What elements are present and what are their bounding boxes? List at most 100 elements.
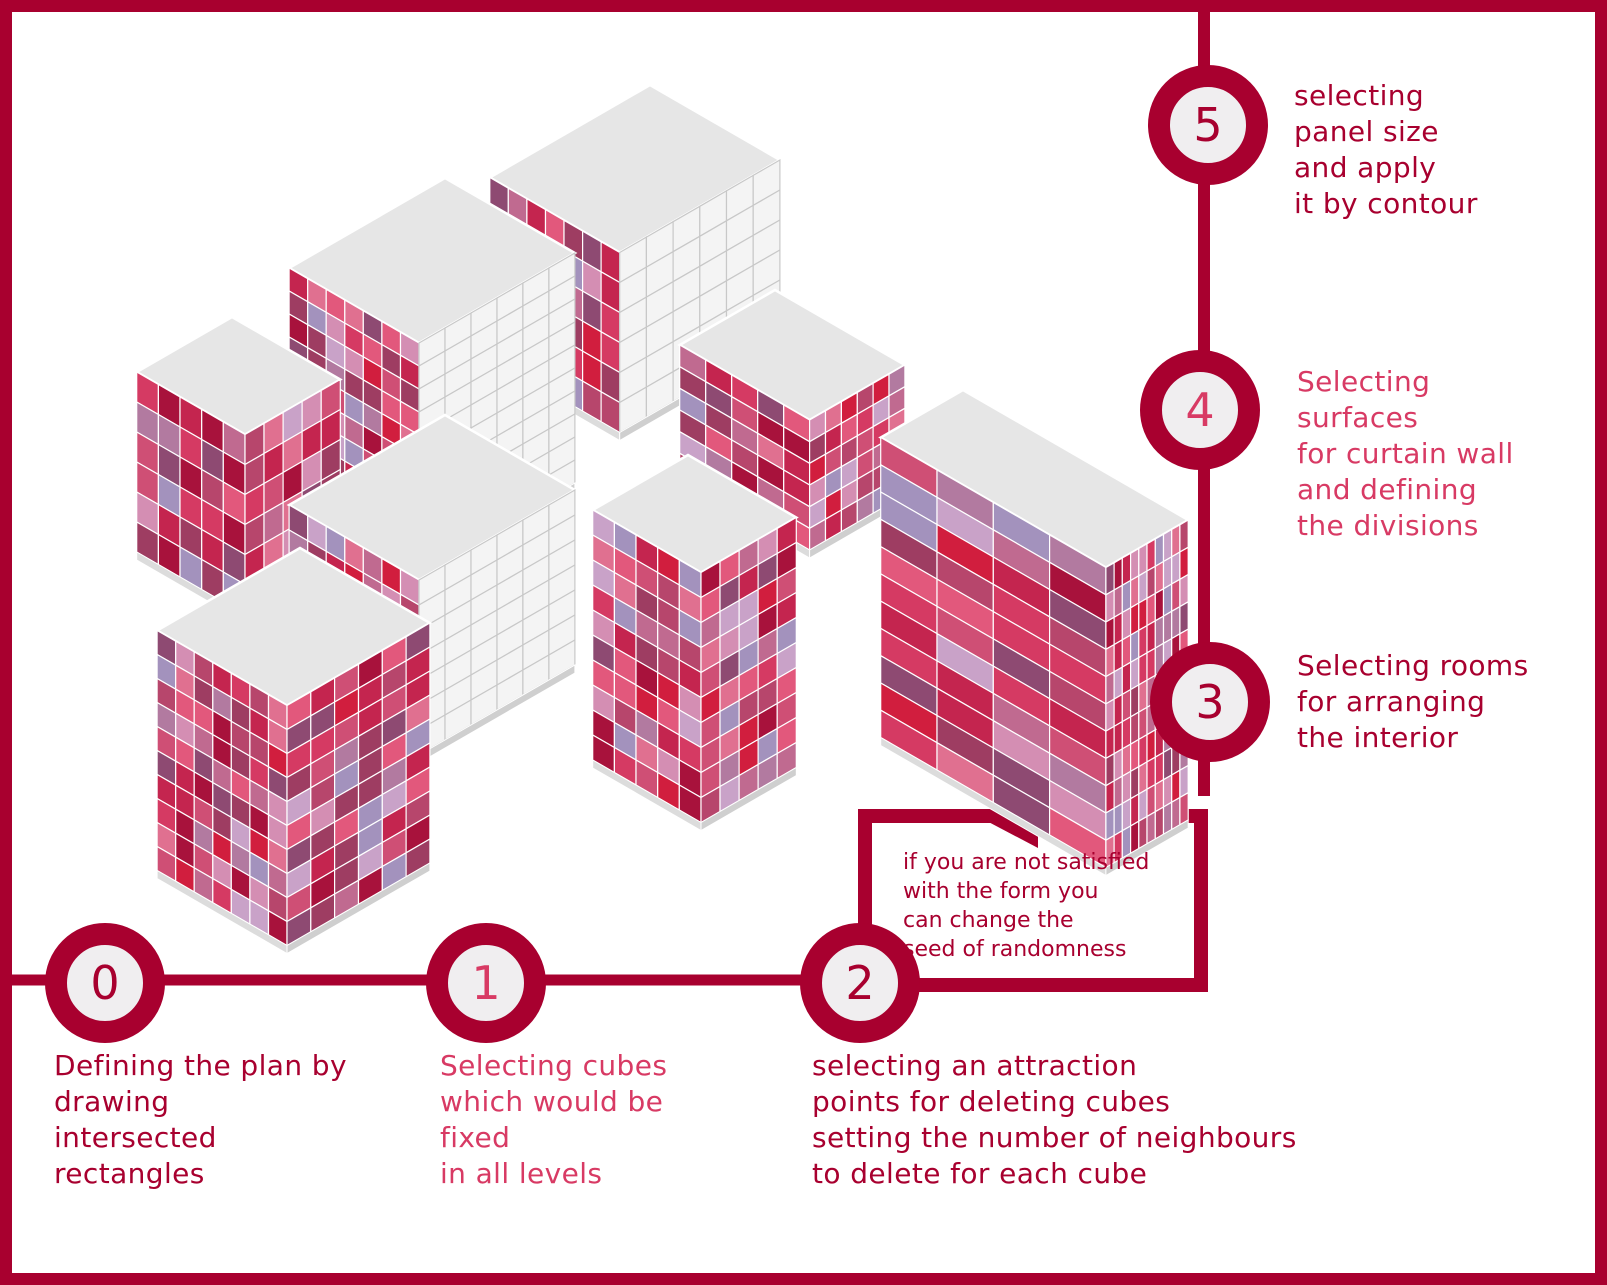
step-node-5-circle	[1148, 65, 1268, 185]
step-node-1-number: 1	[471, 956, 500, 1010]
step-node-3-number: 3	[1195, 675, 1224, 729]
facade-panel	[1105, 670, 1115, 705]
facade-panel	[1146, 537, 1156, 573]
facade-panel	[1171, 769, 1181, 804]
facade-panel	[1105, 616, 1115, 651]
facade-panel	[1146, 592, 1156, 627]
facade-panel	[1171, 578, 1181, 613]
facade-panel	[1121, 770, 1132, 805]
step-node-4-circle	[1140, 350, 1260, 470]
facade-panel	[1179, 546, 1189, 581]
facade-panel	[1105, 643, 1115, 678]
facade-panel	[1121, 661, 1132, 696]
facade-panel	[1138, 651, 1148, 686]
step-node-5-number: 5	[1193, 98, 1222, 152]
step-node-2-number: 2	[845, 956, 874, 1010]
facade-panel	[1113, 747, 1123, 782]
step-node-5: 5	[1148, 65, 1268, 185]
facade-panel	[1138, 542, 1148, 577]
step-node-3: 3	[1150, 642, 1270, 762]
feedback-loop-line	[858, 809, 1208, 992]
facade-panel	[1179, 764, 1189, 799]
facade-panel	[1105, 698, 1115, 733]
facade-panel	[1179, 791, 1189, 826]
facade-panel	[1154, 778, 1165, 813]
step-5-label: selecting panel size and apply it by con…	[1294, 79, 1478, 220]
base-slab	[700, 766, 797, 832]
facade-panel	[1154, 751, 1165, 786]
facade-panel	[1146, 565, 1156, 600]
facade-panel	[1113, 611, 1123, 646]
facade-panel	[1154, 587, 1165, 622]
facade-panel	[1154, 805, 1165, 841]
facade-panel	[1121, 579, 1132, 614]
step-node-4: 4	[1140, 350, 1260, 470]
facade-panel	[1162, 746, 1173, 781]
facade-panel	[1138, 706, 1148, 741]
facade-panel	[1138, 569, 1148, 605]
facade-panel	[1105, 807, 1115, 842]
facade-panel	[1146, 810, 1156, 845]
facade-panel	[1129, 738, 1140, 773]
facade-panel	[1146, 619, 1156, 654]
facade-panel	[1162, 582, 1173, 618]
facade-panel	[1121, 743, 1132, 778]
step-0-label: Defining the plan by drawing intersected…	[54, 1049, 347, 1190]
facade-panel	[1179, 518, 1189, 554]
facade-panel	[1121, 552, 1132, 587]
facade-panel	[1154, 560, 1165, 595]
facade-panel	[1105, 779, 1115, 815]
building-model	[134, 83, 1191, 955]
facade-panel	[1138, 597, 1148, 632]
base-slab	[286, 862, 431, 955]
step-3-label: Selecting rooms for arranging the interi…	[1297, 649, 1529, 754]
step-4-label: Selecting surfaces for curtain wall and …	[1297, 365, 1514, 542]
step-node-0-number: 0	[90, 956, 119, 1010]
facade-panel	[1121, 688, 1132, 723]
facade-panel	[1146, 783, 1156, 818]
step-node-2-circle	[800, 923, 920, 1043]
step-node-4-number: 4	[1185, 383, 1214, 437]
facade-panel	[1129, 574, 1140, 609]
facade-panel	[1154, 533, 1165, 568]
facade-panel	[1171, 796, 1181, 831]
facade-panel	[1121, 606, 1132, 641]
facade-panel	[1138, 815, 1148, 850]
facade-panel	[1171, 550, 1181, 586]
facade-panel	[1171, 605, 1181, 640]
facade-panel	[1129, 792, 1140, 828]
facade-panel	[1113, 720, 1123, 755]
facade-panel	[1171, 523, 1181, 558]
facade-panel	[1113, 556, 1123, 592]
facade-panel	[1162, 773, 1173, 809]
facade-panel	[1129, 629, 1140, 664]
step-1-label: Selecting cubes which would be fixed in …	[440, 1049, 668, 1190]
facade-panel	[1179, 600, 1189, 635]
facade-panel	[1121, 634, 1132, 669]
facade-panel	[1105, 561, 1115, 596]
facade-panel	[1129, 765, 1140, 800]
facade-panel	[1105, 588, 1115, 624]
step-node-1-circle	[426, 923, 546, 1043]
facade-panel	[1162, 528, 1173, 563]
facade-panel	[1179, 573, 1189, 608]
facade-panel	[1121, 797, 1132, 832]
facade-panel	[1146, 728, 1156, 763]
facade-panel	[1146, 756, 1156, 791]
facade-panel	[1105, 725, 1115, 760]
facade-panel	[1113, 584, 1123, 619]
facade-panel	[1138, 679, 1148, 714]
facade-panel	[1162, 610, 1173, 645]
step-node-1: 1	[426, 923, 546, 1043]
facade-panel	[1113, 638, 1123, 673]
facade-panel	[1138, 624, 1148, 659]
base-slab	[1105, 819, 1189, 877]
feedback-loop-note: if you are not satisfied with the form y…	[903, 850, 1150, 962]
facade-panel	[1138, 788, 1148, 823]
facade-panel	[1129, 601, 1140, 637]
facade-panel	[1138, 760, 1148, 796]
step-node-3-circle	[1150, 642, 1270, 762]
facade-panel	[1113, 802, 1123, 837]
facade-panel	[1121, 715, 1132, 750]
